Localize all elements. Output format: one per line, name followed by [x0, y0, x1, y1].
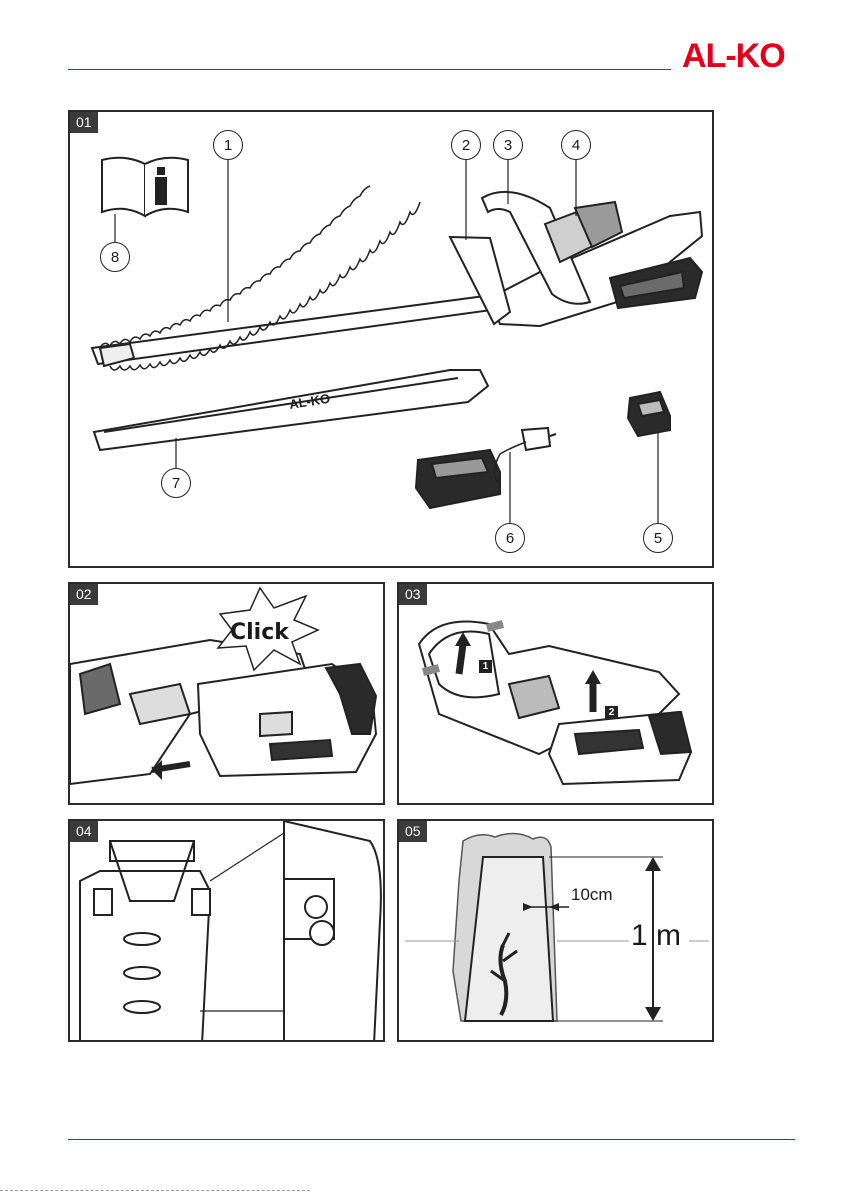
charger-illustration	[416, 428, 556, 508]
hedge-trimmer-overview-illustration: AL-KO	[70, 112, 714, 568]
height-dimension-label: 1 m	[631, 919, 681, 953]
handle-start-illustration	[399, 584, 714, 805]
width-dimension-label: 10cm	[571, 885, 613, 905]
guard-mounting-illustration	[70, 821, 385, 1042]
figure-panel-01: 01	[68, 110, 714, 568]
figure-panel-04: 04	[68, 819, 385, 1042]
figure-panel-03: 03 1 2	[397, 582, 714, 805]
panel-label: 04	[70, 821, 98, 842]
callout-3: 3	[493, 130, 523, 160]
panel-label: 05	[399, 821, 427, 842]
callout-1: 1	[213, 130, 243, 160]
battery-insert-illustration	[70, 584, 385, 805]
callout-5: 5	[643, 523, 673, 553]
battery-illustration	[628, 392, 670, 436]
figure-panel-05: 05 10cm 1 m	[397, 819, 714, 1042]
figure-panel-02: 02 Click	[68, 582, 385, 805]
al-ko-logo: AL-KO	[682, 38, 800, 77]
svg-text:AL-KO: AL-KO	[682, 38, 785, 72]
panel-label: 02	[70, 584, 98, 605]
header-rule	[68, 69, 671, 70]
callout-6: 6	[495, 523, 525, 553]
click-label: Click	[230, 620, 289, 645]
manual-info-icon	[102, 158, 188, 216]
footer-rule	[68, 1139, 795, 1140]
panel-label: 03	[399, 584, 427, 605]
step-1-badge: 1	[479, 660, 492, 673]
callout-4: 4	[561, 130, 591, 160]
panel-label: 01	[70, 112, 98, 133]
step-2-badge: 2	[605, 706, 618, 719]
callout-8: 8	[100, 242, 130, 272]
callout-7: 7	[161, 468, 191, 498]
footer-dashed-line	[0, 1190, 310, 1191]
callout-2: 2	[451, 130, 481, 160]
